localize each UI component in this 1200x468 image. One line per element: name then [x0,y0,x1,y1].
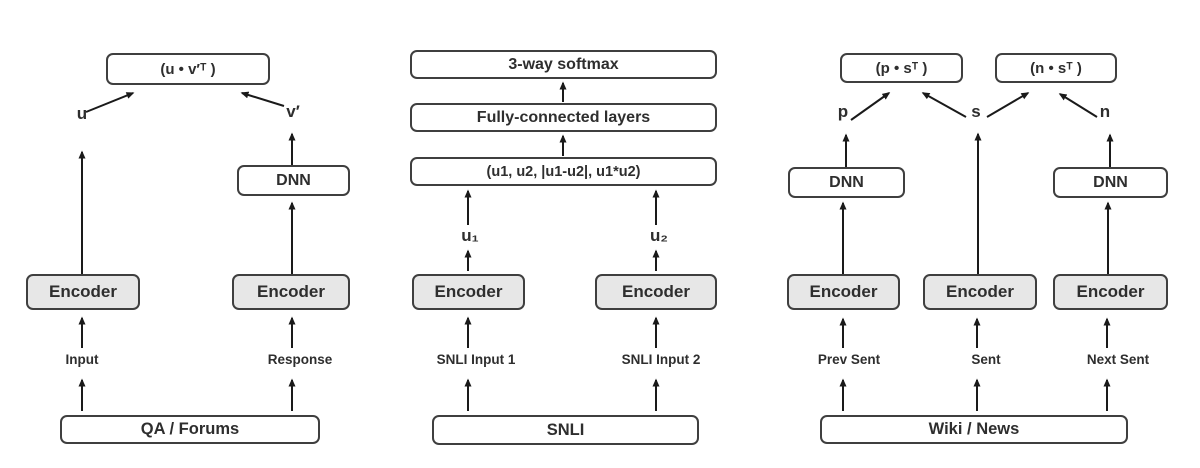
snli-source-box: SNLI [432,415,699,445]
encoder-box-qa-response: Encoder [232,274,350,310]
dnn-box-left: DNN [237,165,350,196]
encoder-box-next-sent: Encoder [1053,274,1168,310]
wiki-news-source-box: Wiki / News [820,415,1128,444]
dot-product-ps-box: (p • sᵀ ) [840,53,963,83]
next-sent-label: Next Sent [1086,352,1150,367]
arrow-u-to-dotproduct [85,92,135,113]
arrow-v-to-dotproduct [240,91,285,107]
n-vector-label: n [1099,102,1111,121]
u2-vector-label: u₂ [650,226,668,245]
prev-sent-label: Prev Sent [817,352,881,367]
qa-forums-source-box: QA / Forums [60,415,320,444]
dnn-box-prev: DNN [788,167,905,198]
encoder-box-prev-sent: Encoder [787,274,900,310]
dnn-box-next: DNN [1053,167,1168,198]
arrow-p-to-ps [850,92,891,121]
encoder-box-snli-2: Encoder [595,274,717,310]
u-vector-label: u [76,104,88,123]
arrow-s-to-ps [921,92,967,118]
arrow-n-to-ns [1058,93,1098,118]
u1-vector-label: u₁ [461,226,479,245]
input-label: Input [65,352,99,367]
p-vector-label: p [837,102,849,121]
sent-label: Sent [971,352,1001,367]
arrow-s-to-ns [986,92,1030,118]
snli-input1-label: SNLI Input 1 [436,352,516,367]
snli-input2-label: SNLI Input 2 [621,352,701,367]
v-vector-label: v′ [286,102,300,121]
encoder-box-qa-input: Encoder [26,274,140,310]
response-label: Response [267,352,333,367]
encoder-box-sent: Encoder [923,274,1037,310]
fully-connected-box: Fully-connected layers [410,103,717,132]
s-vector-label: s [971,102,981,121]
encoder-box-snli-1: Encoder [412,274,525,310]
feature-concat-box: (u1, u2, |u1-u2|, u1*u2) [410,157,717,186]
softmax-box: 3-way softmax [410,50,717,79]
dot-product-uv-box: (u • v′ᵀ ) [106,53,270,85]
dot-product-ns-box: (n • sᵀ ) [995,53,1117,83]
